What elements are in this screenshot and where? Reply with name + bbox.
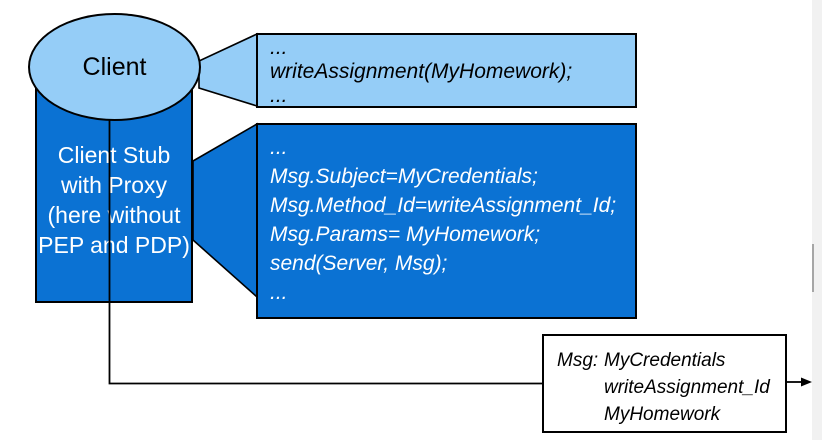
client-stub-label: Client Stub with Proxy (here without PEP… — [38, 140, 190, 260]
scrollbar-thumb[interactable] — [812, 244, 814, 292]
code-line: ... — [270, 281, 288, 304]
code-line: Msg.Params= MyHomework; — [270, 223, 541, 246]
client-stub-line: (here without — [47, 201, 181, 228]
code-line: writeAssignment(MyHomework); — [270, 60, 573, 83]
message-line: Msg:MyCredentials — [557, 347, 785, 374]
message-box: Msg:MyCredentials writeAssignment_Id MyH… — [542, 334, 787, 433]
stub-callout-tail — [192, 122, 258, 299]
message-value: MyHomework — [604, 404, 721, 425]
code-line: send(Server, Msg); — [270, 252, 448, 275]
message-value: MyCredentials — [604, 350, 726, 371]
stub-code-callout: ... Msg.Subject=MyCredentials; Msg.Metho… — [256, 123, 637, 319]
client-callout-tail — [198, 32, 258, 108]
client-stub-line: Client Stub — [57, 141, 171, 168]
code-line: Msg.Subject=MyCredentials; — [270, 165, 538, 188]
code-line: Msg.Method_Id=writeAssignment_Id; — [270, 194, 617, 217]
client-code-callout: ... writeAssignment(MyHomework); ... — [256, 33, 637, 108]
arrow-right-icon — [801, 377, 812, 387]
message-value: writeAssignment_Id — [604, 377, 770, 398]
client-stub-line: with Proxy — [60, 171, 168, 198]
client-ellipse: Client — [28, 13, 201, 121]
scrollbar-track[interactable] — [812, 0, 822, 440]
message-label: Msg: — [557, 350, 599, 371]
client-label: Client — [82, 52, 147, 81]
client-stub-line: PEP and PDP) — [38, 231, 190, 258]
code-line: ... — [270, 84, 288, 107]
code-line: ... — [270, 36, 288, 59]
code-line: ... — [270, 136, 288, 159]
